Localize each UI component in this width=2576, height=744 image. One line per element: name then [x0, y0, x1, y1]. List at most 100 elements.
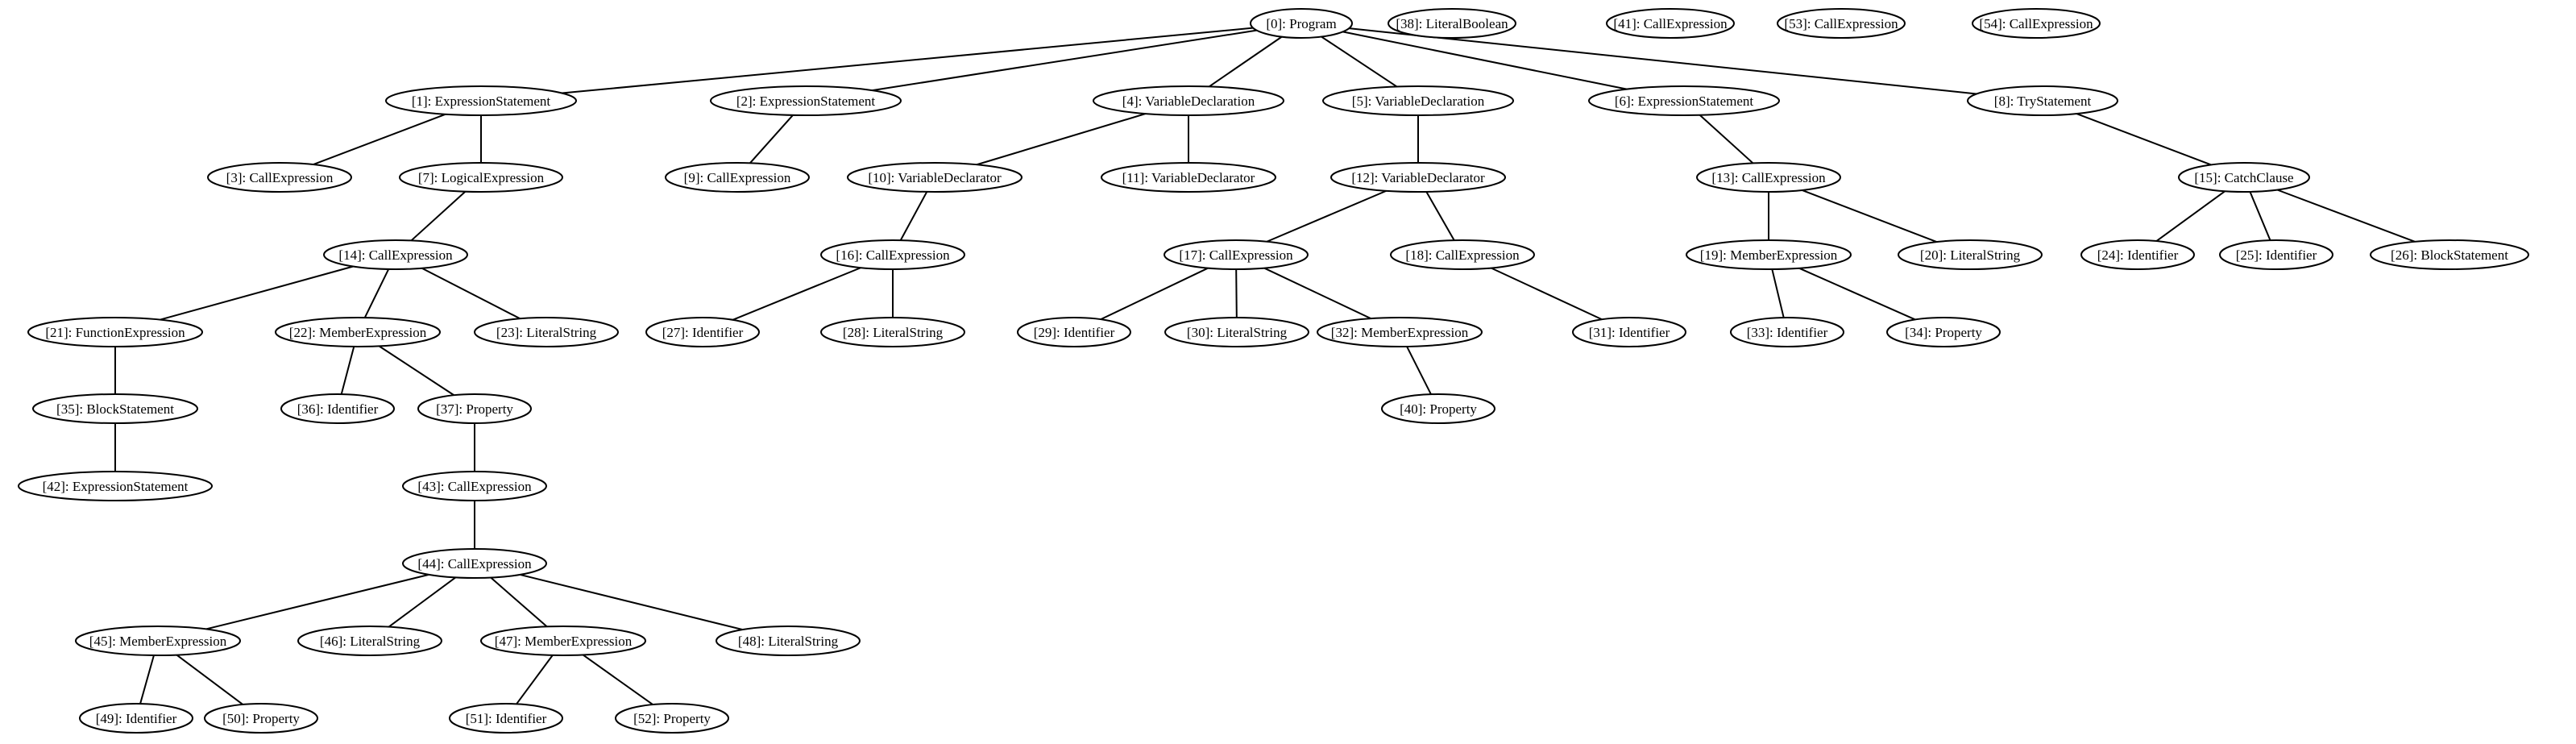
node-ellipse [2178, 162, 2310, 193]
node-ellipse [1606, 8, 1735, 39]
node-label: [7]: LogicalExpression [418, 170, 545, 185]
edge-44-47 [490, 576, 548, 628]
node-label: [37]: Property [436, 401, 513, 417]
node-ellipse [18, 471, 213, 501]
edge-16-27 [732, 267, 861, 321]
node-12: [12]: VariableDeclarator [1330, 162, 1506, 193]
node-21: [21]: FunctionExpression [27, 317, 203, 347]
edge-17-32 [1263, 267, 1371, 320]
edge-0-5 [1321, 35, 1398, 88]
node-ellipse [2370, 239, 2529, 270]
edge-44-46 [388, 576, 457, 628]
node-label: [25]: Identifier [2236, 247, 2317, 263]
node-label: [24]: Identifier [2097, 247, 2179, 263]
edge-2-9 [749, 114, 794, 164]
node-label: [47]: MemberExpression [495, 634, 633, 649]
node-47: [47]: MemberExpression [480, 626, 646, 656]
node-ellipse [402, 548, 547, 579]
node-45: [45]: MemberExpression [75, 626, 241, 656]
node-40: [40]: Property [1381, 393, 1495, 424]
node-label: [51]: Identifier [466, 711, 547, 726]
node-35: [35]: BlockStatement [32, 393, 198, 424]
node-1: [1]: ExpressionStatement [385, 85, 577, 116]
node-50: [50]: Property [204, 703, 318, 734]
edge-0-4 [1209, 35, 1283, 88]
edge-7-14 [410, 190, 467, 242]
node-25: [25]: Identifier [2219, 239, 2333, 270]
node-32: [32]: MemberExpression [1317, 317, 1483, 347]
edge-0-1 [562, 27, 1254, 94]
node-label: [4]: VariableDeclaration [1122, 94, 1255, 109]
node-19: [19]: MemberExpression [1686, 239, 1852, 270]
edge-14-21 [160, 265, 354, 321]
edge-19-34 [1798, 267, 1916, 321]
node-34: [34]: Property [1886, 317, 2001, 347]
node-54: [54]: CallExpression [1972, 8, 2101, 39]
node-ellipse [474, 317, 619, 347]
node-ellipse [710, 85, 902, 116]
node-ellipse [615, 703, 729, 734]
edge-12-18 [1425, 191, 1455, 241]
node-label: [22]: MemberExpression [289, 325, 427, 340]
node-label: [49]: Identifier [96, 711, 177, 726]
node-36: [36]: Identifier [280, 393, 395, 424]
node-38: [38]: LiteralBoolean [1388, 8, 1516, 39]
node-10: [10]: VariableDeclarator [847, 162, 1023, 193]
node-label: [18]: CallExpression [1405, 247, 1520, 263]
node-28: [28]: LiteralString [820, 317, 965, 347]
node-label: [12]: VariableDeclarator [1351, 170, 1485, 185]
node-46: [46]: LiteralString [297, 626, 442, 656]
node-label: [52]: Property [633, 711, 711, 726]
node-label: [50]: Property [222, 711, 300, 726]
node-ellipse [402, 471, 547, 501]
node-4: [4]: VariableDeclaration [1093, 85, 1284, 116]
node-23: [23]: LiteralString [474, 317, 619, 347]
node-label: [5]: VariableDeclaration [1352, 94, 1485, 109]
node-label: [28]: LiteralString [843, 325, 944, 340]
edge-22-37 [378, 345, 454, 397]
node-label: [8]: TryStatement [1994, 94, 2092, 109]
edge-1-3 [313, 113, 446, 166]
node-label: [31]: Identifier [1589, 325, 1670, 340]
node-ellipse [1317, 317, 1483, 347]
node-ellipse [417, 393, 532, 424]
node-29: [29]: Identifier [1017, 317, 1131, 347]
node-label: [53]: CallExpression [1784, 16, 1898, 31]
node-label: [13]: CallExpression [1711, 170, 1826, 185]
node-ellipse [27, 317, 203, 347]
edge-14-23 [421, 267, 521, 320]
node-ellipse [1017, 317, 1131, 347]
node-ellipse [480, 626, 646, 656]
node-48: [48]: LiteralString [716, 626, 861, 656]
node-ellipse [1972, 8, 2101, 39]
node-label: [40]: Property [1400, 401, 1477, 417]
node-17: [17]: CallExpression [1164, 239, 1309, 270]
node-ellipse [1101, 162, 1276, 193]
node-ellipse [1093, 85, 1284, 116]
node-label: [2]: ExpressionStatement [736, 94, 876, 109]
node-label: [9]: CallExpression [684, 170, 791, 185]
edge-15-24 [2155, 190, 2225, 242]
edge-14-22 [363, 268, 390, 318]
node-ellipse [75, 626, 241, 656]
node-18: [18]: CallExpression [1390, 239, 1535, 270]
edge-22-36 [340, 346, 355, 395]
node-ellipse [385, 85, 577, 116]
node-ellipse [1572, 317, 1686, 347]
node-ellipse [399, 162, 563, 193]
node-31: [31]: Identifier [1572, 317, 1686, 347]
node-label: [43]: CallExpression [417, 479, 532, 494]
node-33: [33]: Identifier [1730, 317, 1844, 347]
node-30: [30]: LiteralString [1164, 317, 1309, 347]
node-ellipse [1730, 317, 1844, 347]
node-27: [27]: Identifier [645, 317, 760, 347]
node-layer: [0]: Program[38]: LiteralBoolean[41]: Ca… [18, 8, 2529, 734]
node-7: [7]: LogicalExpression [399, 162, 563, 193]
node-9: [9]: CallExpression [665, 162, 810, 193]
node-20: [20]: LiteralString [1898, 239, 2043, 270]
node-53: [53]: CallExpression [1777, 8, 1906, 39]
node-ellipse [1886, 317, 2001, 347]
node-label: [34]: Property [1905, 325, 1982, 340]
edge-6-13 [1699, 114, 1754, 164]
